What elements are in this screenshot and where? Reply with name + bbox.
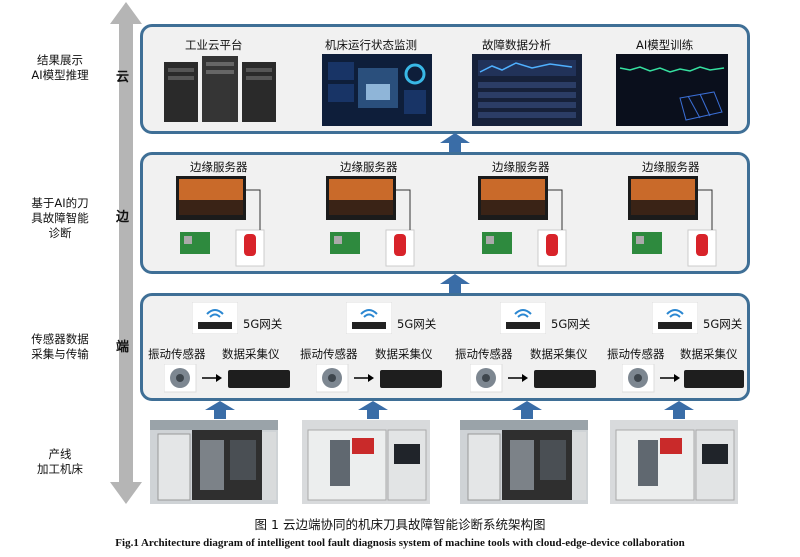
edge-server-label-2: 边缘服务器 (340, 160, 398, 174)
edge-server-label-4: 边缘服务器 (642, 160, 700, 174)
sensor-collector-chain-1 (164, 364, 290, 393)
cloud-panel-label-3: 故障数据分析 (482, 38, 551, 52)
edge-server-label-3: 边缘服务器 (492, 160, 550, 174)
figure-caption-en: Fig.1 Architecture diagram of intelligen… (115, 537, 685, 549)
cloud-side-label-line2: AI模型推理 (31, 68, 89, 82)
gateway-label-4: 5G网关 (703, 317, 743, 331)
sensor-label-2: 振动传感器 (300, 347, 358, 361)
edge-side-label-line2: 具故障智能 (31, 211, 89, 225)
sensor-collector-chain-4 (622, 364, 744, 393)
edge-server-unit-4 (628, 176, 717, 267)
collector-label-2: 数据采集仪 (375, 347, 433, 361)
gateway-router-icon-1 (192, 302, 238, 334)
arrow-edge-to-cloud (440, 133, 470, 153)
cloud-panel-label-2: 机床运行状态监测 (325, 38, 417, 52)
sensor-collector-chain-2 (316, 364, 442, 393)
arrow-machine-to-device-1 (205, 401, 235, 419)
gateway-router-icon-2 (346, 302, 392, 334)
arrow-machine-to-device-3 (512, 401, 542, 419)
device-side-label: 传感器数据 采集与传输 (10, 332, 110, 362)
machine-tool-image-3 (460, 420, 588, 504)
vertical-double-arrow (110, 2, 142, 504)
arrow-machine-to-device-2 (358, 401, 388, 419)
machine-tool-image-4 (610, 420, 738, 504)
edge-side-label: 基于AI的刀 具故障智能 诊断 (10, 196, 110, 241)
edge-side-label-line1: 基于AI的刀 (31, 196, 89, 210)
collector-label-1: 数据采集仪 (222, 347, 280, 361)
device-side-label-line1: 传感器数据 (31, 332, 89, 346)
cloud-servers-image (164, 56, 276, 122)
machine-tool-image-2 (302, 420, 430, 504)
sensor-label-3: 振动传感器 (455, 347, 513, 361)
arrow-machine-to-device-4 (664, 401, 694, 419)
edge-server-unit-1 (176, 176, 265, 267)
cloud-side-label-line1: 结果展示 (37, 53, 83, 67)
production-side-label: 产线 加工机床 (10, 447, 110, 477)
gateway-router-icon-4 (652, 302, 698, 334)
sensor-collector-chain-3 (470, 364, 596, 393)
machine-tool-image-1 (150, 420, 278, 504)
arrow-device-to-edge (440, 274, 470, 294)
device-side-label-line2: 采集与传输 (31, 347, 89, 361)
collector-label-3: 数据采集仪 (530, 347, 588, 361)
cloud-side-label: 结果展示 AI模型推理 (10, 53, 110, 83)
production-side-label-line2: 加工机床 (37, 462, 83, 476)
edge-server-label-1: 边缘服务器 (190, 160, 248, 174)
cloud-ai-training-image (616, 54, 728, 126)
gateway-label-1: 5G网关 (243, 317, 283, 331)
axis-char-cloud: 云 (116, 70, 130, 85)
edge-server-unit-3 (478, 176, 567, 267)
cloud-panel-label-4: AI模型训练 (636, 38, 694, 52)
sensor-label-1: 振动传感器 (148, 347, 206, 361)
gateway-label-2: 5G网关 (397, 317, 437, 331)
cloud-fault-analysis-image (472, 54, 582, 126)
axis-char-device: 端 (116, 340, 130, 355)
cloud-panel-label-1: 工业云平台 (185, 38, 243, 52)
sensor-label-4: 振动传感器 (607, 347, 665, 361)
production-side-label-line1: 产线 (48, 447, 72, 461)
edge-server-unit-2 (326, 176, 415, 267)
cloud-monitor-dashboard-image (322, 54, 432, 126)
collector-label-4: 数据采集仪 (680, 347, 738, 361)
gateway-router-icon-3 (500, 302, 546, 334)
edge-side-label-line3: 诊断 (48, 226, 72, 240)
axis-char-edge: 边 (116, 210, 130, 225)
gateway-label-3: 5G网关 (551, 317, 591, 331)
figure-caption-cn: 图 1 云边端协同的机床刀具故障智能诊断系统架构图 (254, 517, 546, 532)
